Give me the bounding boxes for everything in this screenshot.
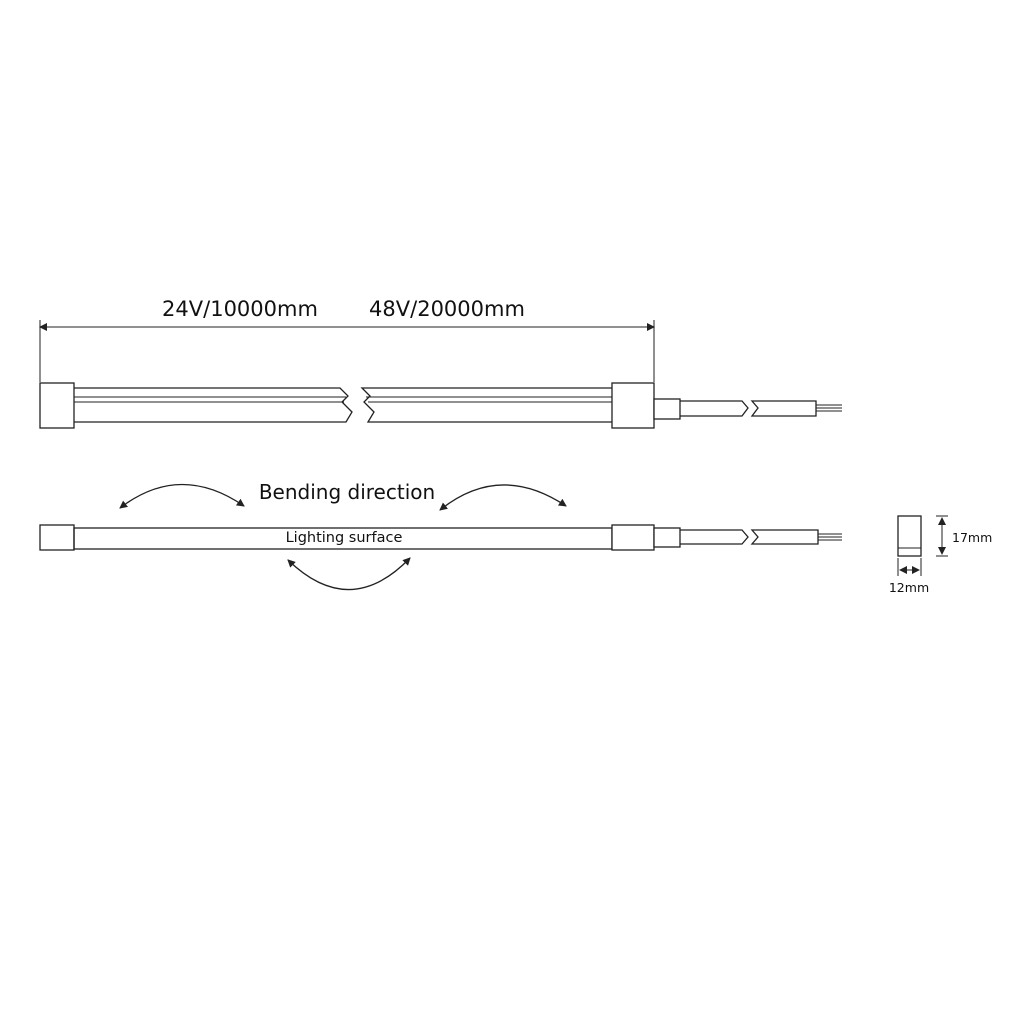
width-label: 12mm bbox=[889, 580, 929, 595]
front-cable-segment-1 bbox=[680, 529, 749, 545]
bend-arrow-upper-left bbox=[119, 483, 245, 509]
front-end-cap-left bbox=[39, 524, 75, 551]
cable-segment-1 bbox=[680, 400, 749, 417]
cross-section-profile bbox=[897, 515, 922, 557]
bending-direction-label: Bending direction bbox=[259, 480, 435, 504]
length-label-48v: 48V/20000mm bbox=[369, 297, 525, 321]
strip-body-right bbox=[360, 387, 612, 423]
front-end-cap-right bbox=[611, 524, 655, 551]
lighting-surface-label: Lighting surface bbox=[286, 530, 403, 546]
end-cap-right bbox=[611, 382, 655, 429]
bend-arrow-upper-right bbox=[439, 484, 567, 511]
cable-segment-2 bbox=[750, 400, 817, 417]
front-cable-gland bbox=[653, 527, 681, 548]
cable-gland bbox=[653, 398, 681, 420]
strip-body-left bbox=[74, 387, 353, 423]
strip-side-view bbox=[39, 382, 842, 429]
cross-section: 17mm 12mm bbox=[889, 515, 992, 595]
length-label-24v: 24V/10000mm bbox=[162, 297, 318, 321]
front-cable-segment-2 bbox=[750, 529, 819, 545]
height-label: 17mm bbox=[952, 530, 992, 545]
length-dimension: 24V/10000mm 48V/20000mm bbox=[39, 297, 655, 382]
bend-arrow-lower bbox=[287, 557, 411, 591]
end-cap-left bbox=[39, 382, 75, 429]
bending-diagram: Bending direction Lighting surface bbox=[39, 480, 842, 591]
